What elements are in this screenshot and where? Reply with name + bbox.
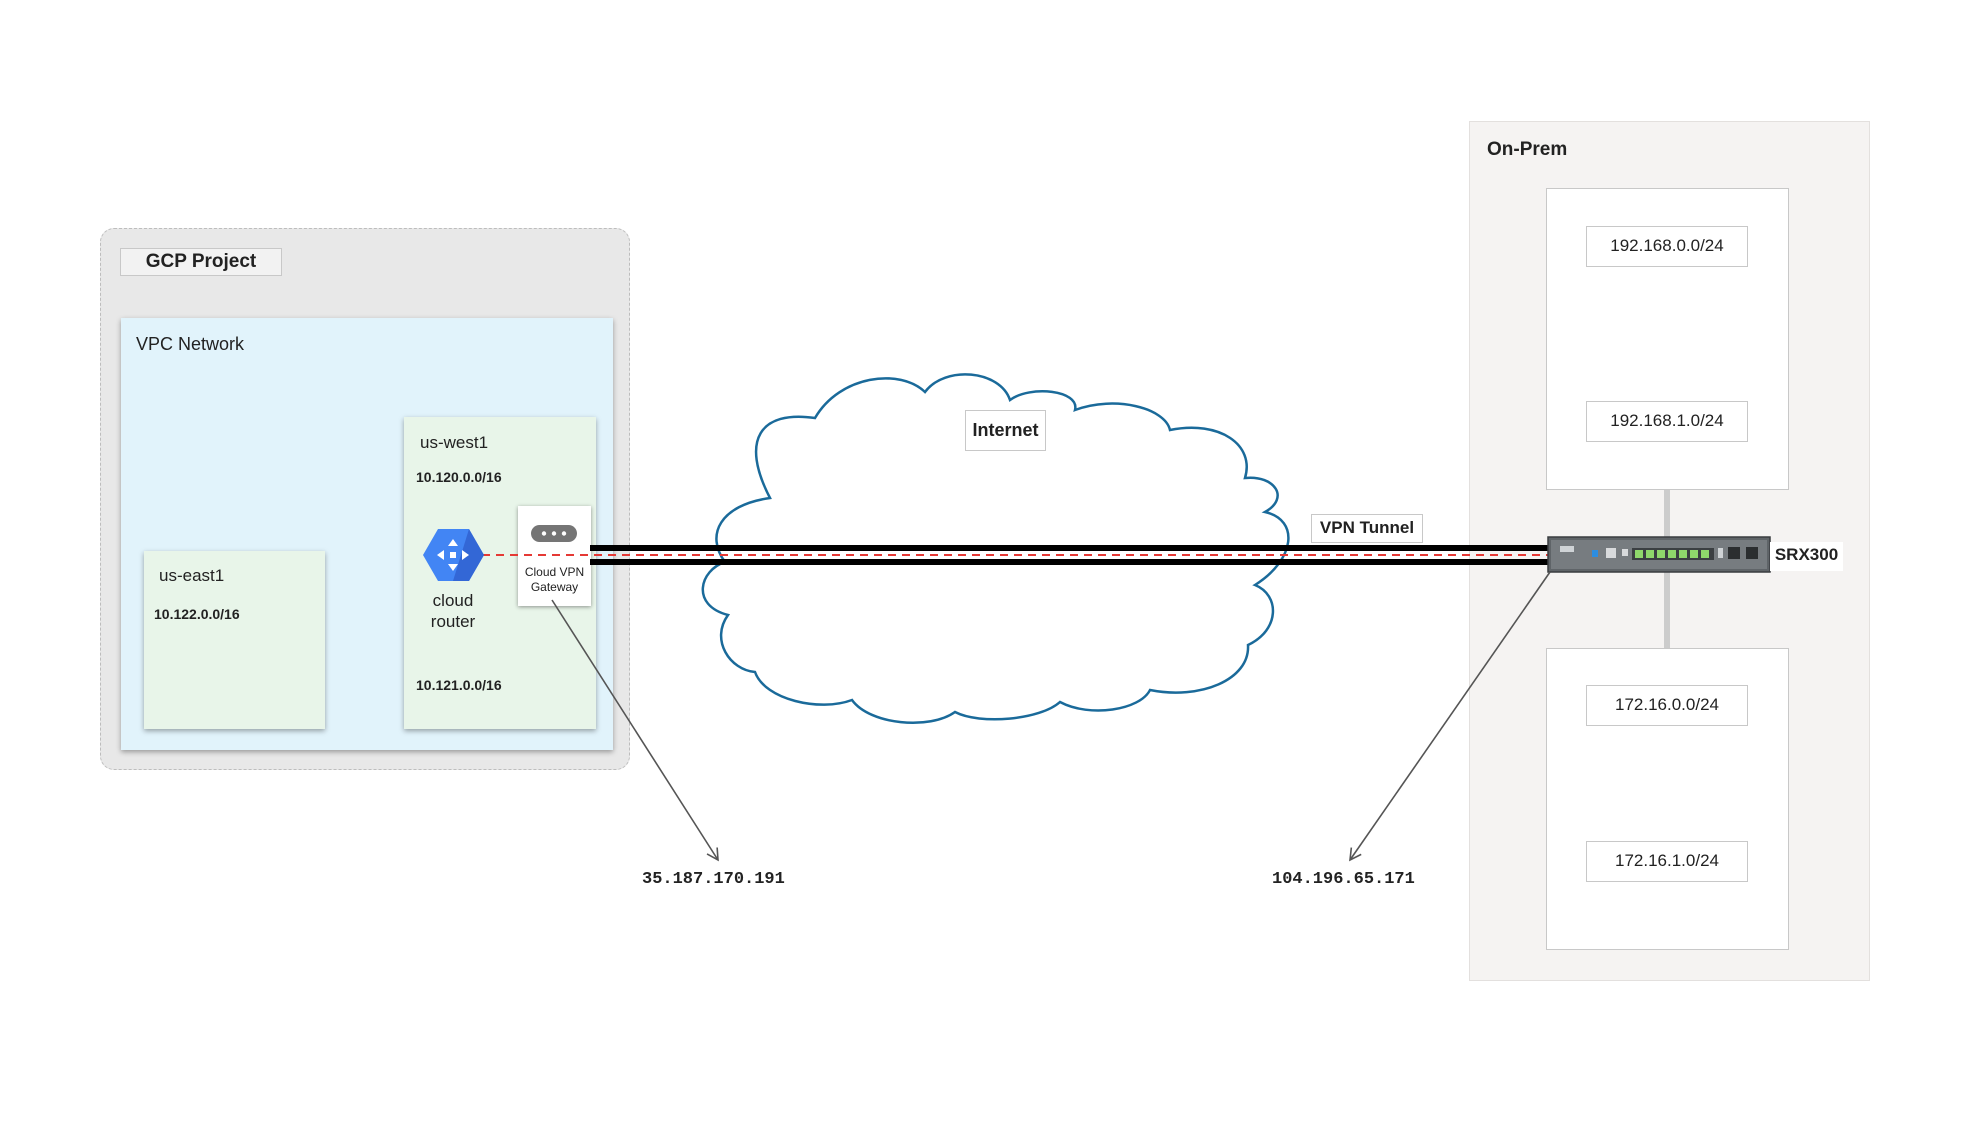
router-ip-address: 104.196.65.171 bbox=[1272, 870, 1415, 889]
cloud-router-label-line1: cloud bbox=[432, 591, 474, 610]
region-us-west1-name: us-west1 bbox=[420, 433, 489, 452]
subnet-box: 192.168.0.0/24 bbox=[1586, 226, 1748, 267]
internet-label: Internet bbox=[965, 410, 1046, 451]
region-us-west1-cidr-primary: 10.120.0.0/16 bbox=[416, 469, 502, 485]
vpn-tunnel-label: VPN Tunnel bbox=[1311, 514, 1423, 543]
gateway-ip-arrow bbox=[551, 599, 719, 862]
cloud-vpn-gateway-label: Cloud VPN Gateway bbox=[518, 565, 591, 595]
region-us-east1 bbox=[144, 551, 325, 729]
cloud-vpn-gateway-label-line1: Cloud VPN bbox=[524, 565, 585, 579]
region-us-west1-cidr-secondary: 10.121.0.0/16 bbox=[416, 677, 502, 693]
srx300-label: SRX300 bbox=[1770, 542, 1843, 571]
cloud-router-label: cloud router bbox=[418, 590, 488, 632]
gateway-ip-address: 35.187.170.191 bbox=[642, 870, 785, 889]
region-us-east1-name: us-east1 bbox=[159, 566, 225, 585]
srx300-device-icon bbox=[1547, 536, 1771, 573]
cloud-router-label-line2: router bbox=[430, 612, 476, 631]
subnet-box: 192.168.1.0/24 bbox=[1586, 401, 1748, 442]
cloud-router-icon bbox=[423, 529, 484, 581]
subnet-box: 172.16.1.0/24 bbox=[1586, 841, 1748, 882]
gcp-project-title: GCP Project bbox=[120, 248, 282, 276]
cloud-vpn-gateway-icon bbox=[531, 525, 577, 542]
region-us-east1-cidr: 10.122.0.0/16 bbox=[154, 606, 240, 622]
router-ip-arrow bbox=[1349, 571, 1551, 862]
subnet-box: 172.16.0.0/24 bbox=[1586, 685, 1748, 726]
cloud-vpn-gateway-label-line2: Gateway bbox=[530, 580, 579, 594]
on-prem-title: On-Prem bbox=[1487, 139, 1568, 160]
vpc-network-title: VPC Network bbox=[136, 334, 245, 354]
